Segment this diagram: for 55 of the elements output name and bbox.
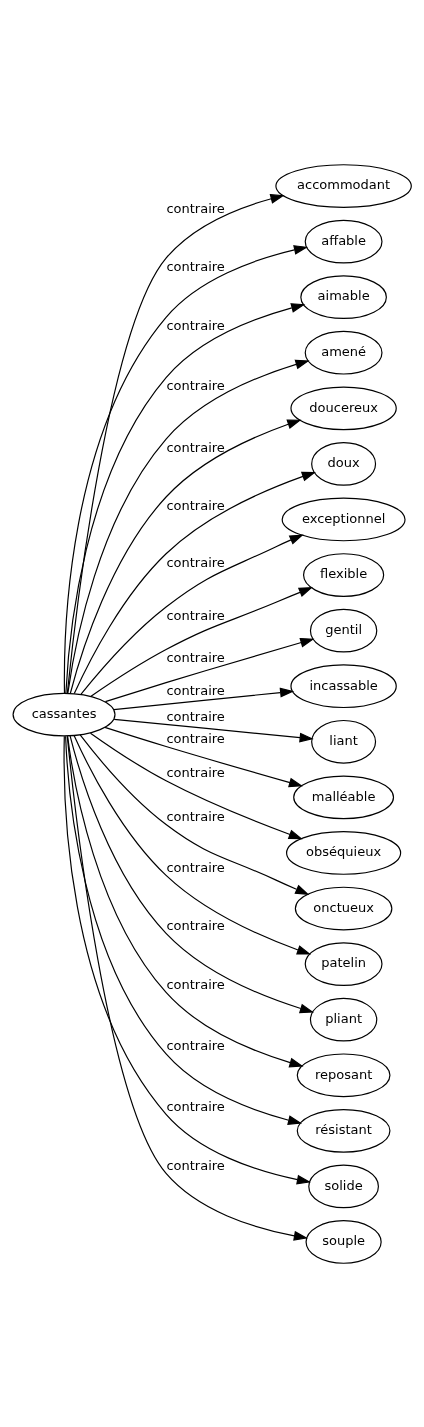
arrow	[104, 637, 315, 702]
node-ellipse: amené	[304, 330, 383, 375]
node-ellipse: aimable	[300, 274, 387, 319]
edge-label: contraire	[166, 317, 225, 333]
edge-label: contraire	[166, 682, 225, 698]
arrow	[69, 734, 314, 1013]
node-ellipse: liant	[311, 719, 377, 764]
edge-label: contraire	[166, 200, 225, 216]
arrow	[113, 687, 295, 710]
node-ellipse: gentil	[309, 608, 378, 652]
node-ellipse: exceptionnel	[281, 497, 406, 541]
node-ellipse: doucereux	[290, 385, 397, 430]
node-ellipse: flexible	[303, 552, 385, 597]
arrow	[66, 193, 285, 694]
edge-label: contraire	[166, 497, 225, 513]
node-ellipse: résistant	[296, 1108, 391, 1153]
edge-label: contraire	[166, 377, 225, 393]
edge-label: contraire	[166, 859, 225, 875]
arrow	[73, 734, 312, 955]
arrow	[79, 733, 310, 895]
edge-label: contraire	[166, 976, 225, 992]
arrow	[80, 533, 304, 695]
edge-label: contraire	[166, 708, 225, 724]
edge-label: contraire	[166, 649, 225, 665]
node-ellipse: souple	[305, 1219, 382, 1264]
arrow	[66, 735, 304, 1067]
node-ellipse: malléable	[293, 775, 395, 819]
arrow	[90, 586, 313, 697]
edge-label: contraire	[166, 258, 225, 274]
edge-label: contraire	[166, 1097, 225, 1113]
arrow	[69, 419, 302, 694]
node-ellipse: patelin	[304, 941, 383, 986]
arrow	[104, 726, 304, 787]
arrow	[65, 735, 303, 1125]
node-ellipse: doux	[311, 441, 377, 486]
edge-label: contraire	[166, 1157, 225, 1173]
node-ellipse: accommodant	[275, 163, 412, 208]
node-ellipse: incassable	[290, 663, 397, 708]
node-ellipse: reposant	[296, 1052, 391, 1097]
arrow	[89, 732, 303, 839]
edge-label: contraire	[166, 764, 225, 780]
edge-label: contraire	[166, 607, 225, 623]
edge-label: contraire	[166, 439, 225, 455]
edge-label: contraire	[166, 1037, 225, 1053]
edge-label: contraire	[166, 730, 225, 746]
edge-label: contraire	[166, 554, 225, 570]
arrow	[73, 471, 316, 694]
arrow	[113, 718, 314, 743]
node-ellipse: affable	[304, 219, 383, 263]
edge-label: contraire	[166, 808, 225, 824]
node-ellipse: pliant	[309, 997, 378, 1042]
arrow	[67, 359, 310, 694]
edge-label: contraire	[166, 917, 225, 933]
node-ellipse: solide	[308, 1164, 379, 1208]
node-ellipse: cassantes	[12, 692, 116, 736]
